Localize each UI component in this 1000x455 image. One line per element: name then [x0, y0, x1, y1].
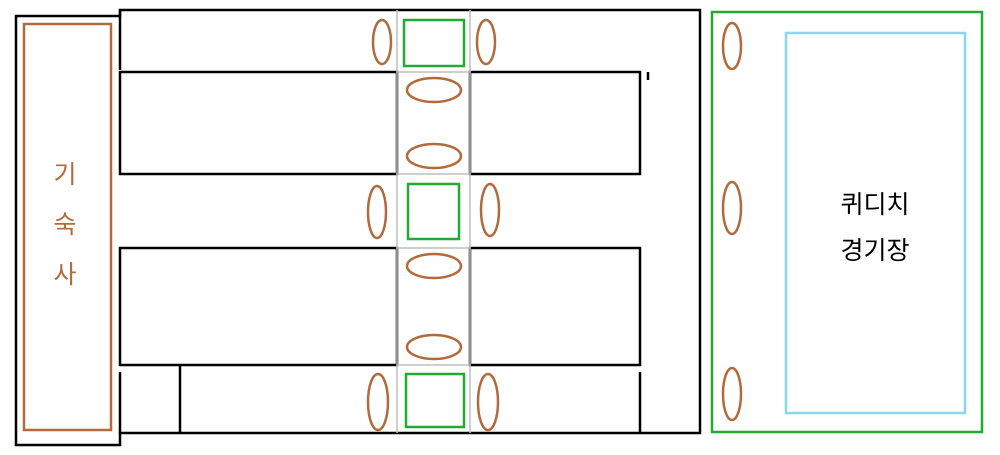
room-bottom-left: [118, 246, 399, 367]
quidditch-field-label-line: 경기장: [840, 236, 910, 265]
dormitory: [22, 22, 113, 432]
oval-vertical: [721, 366, 743, 422]
quidditch-field: [710, 10, 984, 434]
quidditch-field-label-line: 퀴디치: [840, 190, 910, 219]
oval-horizontal: [405, 252, 463, 280]
ovals: [366, 18, 743, 432]
room-blocks: [118, 70, 650, 367]
oval-vertical: [479, 182, 501, 238]
green-square: [402, 18, 466, 68]
green-square: [406, 182, 461, 241]
oval-vertical: [721, 21, 743, 71]
room-top-left: [118, 70, 399, 176]
oval-vertical: [475, 18, 497, 66]
oval-vertical: [371, 18, 393, 66]
quidditch-field-inner: [784, 31, 967, 415]
oval-horizontal: [405, 142, 463, 170]
oval-vertical: [366, 184, 388, 240]
central-corridor: [396, 10, 471, 433]
dormitory-box: [22, 22, 113, 432]
building-outline: [14, 8, 702, 447]
quidditch-field-outer: [710, 10, 984, 434]
green-squares: [402, 18, 466, 429]
dormitory-label-char: 사: [53, 260, 77, 289]
room-bottom-right: [468, 246, 642, 367]
oval-vertical: [366, 372, 390, 432]
room-top-right: [468, 70, 642, 176]
building-walls: [14, 8, 702, 447]
dormitory-label-char: 숙: [53, 210, 77, 239]
oval-vertical: [476, 372, 500, 432]
dormitory-label-char: 기: [53, 160, 77, 189]
oval-horizontal: [405, 76, 463, 104]
green-square: [404, 372, 466, 429]
oval-horizontal: [405, 333, 463, 361]
oval-vertical: [721, 180, 743, 236]
